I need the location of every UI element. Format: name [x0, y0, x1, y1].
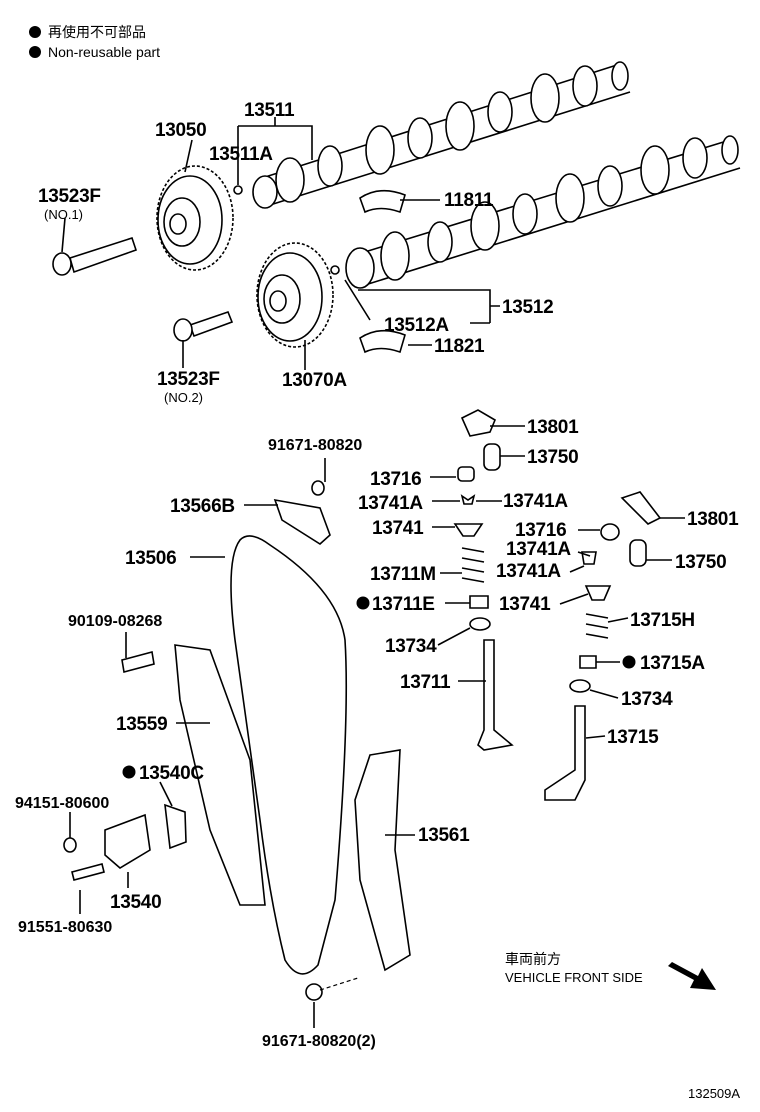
label-90109-08268: 90109-08268: [68, 613, 162, 630]
label-11811: 11811: [444, 190, 494, 211]
label-13716-b: 13716: [515, 520, 566, 541]
chain-damper-13566B-drawing: [273, 498, 331, 545]
direction-jp: 車両前方: [505, 951, 561, 967]
label-13523F-no1: 13523F: [38, 186, 101, 207]
legend-jp: 再使用不可部品: [48, 24, 146, 40]
legend-dot-icon: [29, 46, 41, 58]
camshaft-exhaust-drawing: [233, 61, 631, 209]
label-13750-a: 13750: [527, 447, 578, 468]
label-13741-b: 13741: [499, 594, 551, 615]
direction-arrow-icon: [668, 962, 716, 990]
vvt-gear-13070A-drawing: [256, 242, 334, 348]
figure-id: 132509A: [688, 1086, 740, 1101]
label-13734-b: 13734: [621, 689, 673, 710]
label-13512: 13512: [502, 297, 553, 318]
bearing-11811-drawing: [359, 189, 406, 214]
valve-train-drawing: [453, 409, 662, 801]
label-13512A: 13512A: [384, 315, 449, 336]
legend-en: Non-reusable part: [48, 44, 160, 60]
tensioner-13540-drawing: [63, 480, 359, 1001]
leader-lines: [61, 117, 685, 1028]
label-13741A-c: 13741A: [506, 539, 571, 560]
label-13741A-a: 13741A: [358, 493, 423, 514]
label-13750-b: 13750: [675, 552, 726, 573]
timing-chain-13506-drawing: [230, 535, 348, 975]
label-13741-a: 13741: [372, 518, 424, 539]
label-91551-80630: 91551-80630: [18, 919, 112, 936]
non-reusable-dot-icon: [356, 596, 370, 610]
label-13511A: 13511A: [209, 144, 273, 165]
label-91671-80820-2: 91671-80820(2): [262, 1033, 376, 1050]
label-13540: 13540: [110, 892, 161, 913]
label-13711E: 13711E: [372, 594, 435, 615]
label-13559: 13559: [116, 714, 167, 735]
label-13540C: 13540C: [139, 763, 204, 784]
label-13801-a: 13801: [527, 417, 579, 438]
label-13711M: 13711M: [370, 564, 436, 585]
non-reusable-dot-icon: [122, 765, 136, 779]
bearing-11821-drawing: [359, 329, 406, 354]
label-13523F-no2-sub: (NO.2): [164, 390, 203, 405]
label-91671-80820: 91671-80820: [268, 437, 362, 454]
chain-slipper-13559-drawing: [174, 644, 266, 906]
label-13741A-b: 13741A: [503, 491, 568, 512]
label-13070A: 13070A: [282, 370, 347, 391]
label-94151-80600: 94151-80600: [15, 795, 109, 812]
chain-guide-13561-drawing: [354, 749, 411, 972]
label-13506: 13506: [125, 548, 176, 569]
label-13523F-no1-sub: (NO.1): [44, 207, 83, 222]
label-13715: 13715: [607, 727, 659, 748]
label-13050: 13050: [155, 120, 206, 141]
legend-dot-icon: [29, 26, 41, 38]
label-13716-a: 13716: [370, 469, 421, 490]
label-13715A: 13715A: [640, 653, 705, 674]
label-13801-b: 13801: [687, 509, 739, 530]
label-11821: 11821: [434, 336, 485, 357]
non-reusable-dot-icon: [622, 655, 636, 669]
camshaft-intake-drawing: [330, 135, 741, 289]
label-13566B: 13566B: [170, 496, 235, 517]
label-13741A-d: 13741A: [496, 561, 561, 582]
label-13734-a: 13734: [385, 636, 437, 657]
label-13711: 13711: [400, 672, 451, 693]
legend: 再使用不可部品 Non-reusable part: [29, 24, 160, 60]
label-13561: 13561: [418, 825, 470, 846]
bolt-13523F-no1-drawing: [52, 236, 138, 276]
vvt-gear-13050-drawing: [156, 165, 234, 271]
direction-en: VEHICLE FRONT SIDE: [505, 970, 643, 985]
label-13511: 13511: [244, 100, 295, 121]
bolt-13523F-no2-drawing: [173, 310, 234, 342]
label-13715H: 13715H: [630, 610, 695, 631]
label-13523F-no2: 13523F: [157, 369, 220, 390]
